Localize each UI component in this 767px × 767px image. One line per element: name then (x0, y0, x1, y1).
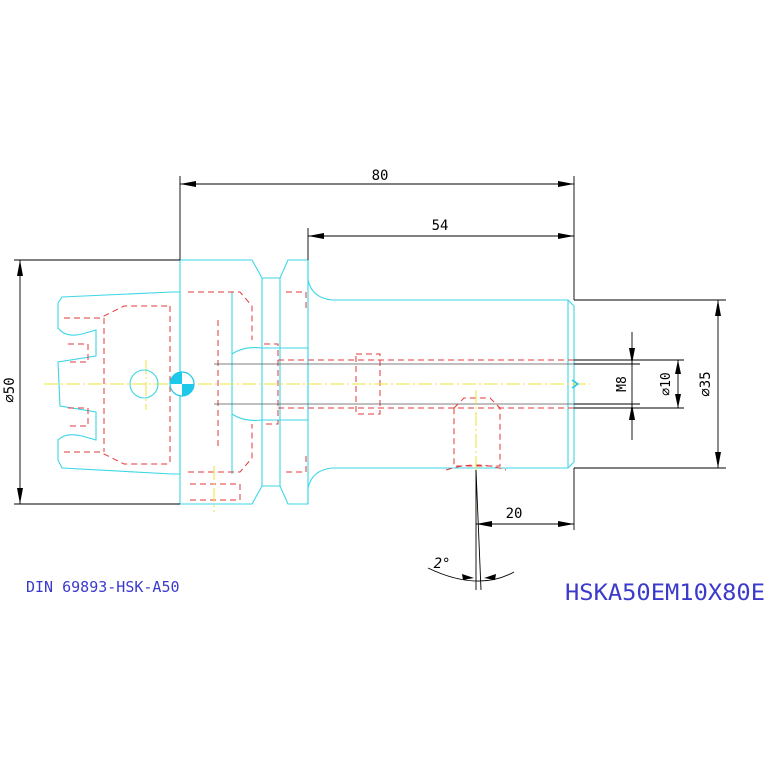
center-mark (169, 371, 195, 397)
dim-dia35: ⌀35 (574, 299, 726, 469)
dim-dia50-label: ⌀50 (2, 377, 18, 402)
dim-dia35-label: ⌀35 (698, 371, 714, 396)
dim-dia50: ⌀50 (2, 259, 180, 505)
dim-angle: 2° (427, 469, 515, 591)
bore-hidden-lines (214, 343, 574, 425)
dim-54-label: 54 (432, 218, 449, 234)
hsk-taper (57, 291, 181, 475)
dim-m8: M8 (574, 332, 640, 440)
dim-dia10-label: ⌀10 (659, 372, 674, 395)
dim-angle-label: 2° (434, 556, 451, 572)
dim-20-label: 20 (506, 506, 523, 522)
part-number-label: HSKA50EM10X80E (565, 581, 765, 606)
standard-label: DIN 69893-HSK-A50 (26, 578, 180, 596)
dim-80: 80 (179, 168, 575, 300)
dim-54: 54 (307, 218, 574, 260)
dim-80-label: 80 (372, 168, 389, 184)
pin-hole-circle (129, 369, 159, 399)
dim-m8-label: M8 (615, 376, 630, 392)
shank-body (231, 260, 575, 504)
dim-dia10: ⌀10 (574, 359, 684, 409)
center-lines (44, 360, 590, 530)
end-mark (571, 379, 580, 389)
dim-20: 20 (476, 468, 575, 530)
flange (179, 259, 309, 505)
